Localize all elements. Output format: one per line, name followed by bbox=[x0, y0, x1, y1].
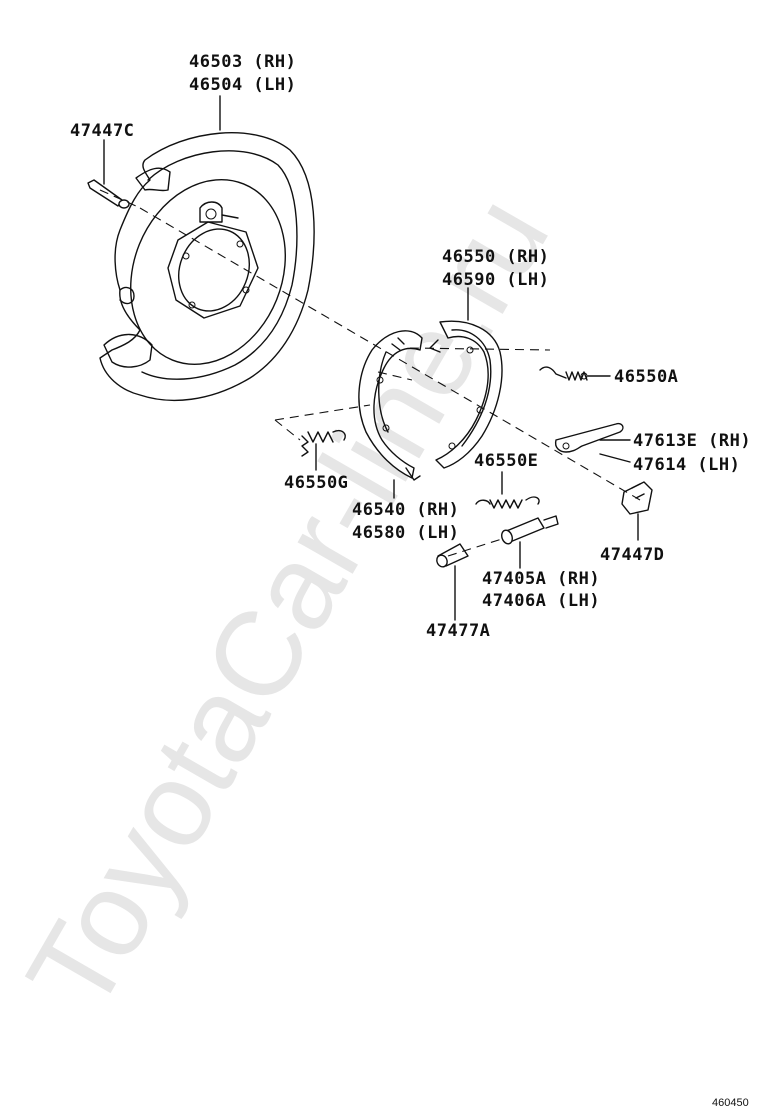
label-47447d: 47447D bbox=[600, 545, 664, 565]
lever-part[interactable] bbox=[554, 422, 624, 453]
label-46550g: 46550G bbox=[284, 473, 348, 493]
part-labels: 46503 (RH) 46504 (LH) 47447C 46550 (RH) … bbox=[70, 52, 751, 1109]
brake-shoe-front[interactable] bbox=[358, 330, 423, 481]
spring-46550e[interactable] bbox=[475, 496, 540, 509]
label-46580: 46580 (LH) bbox=[352, 523, 459, 543]
label-46504: 46504 (LH) bbox=[189, 75, 296, 95]
label-46503: 46503 (RH) bbox=[189, 52, 296, 72]
label-47406a: 47406A (LH) bbox=[482, 591, 600, 611]
assembly-lines bbox=[99, 189, 641, 557]
label-46550a: 46550A bbox=[614, 367, 678, 387]
label-47613e: 47613E (RH) bbox=[633, 431, 751, 451]
cap-part[interactable] bbox=[435, 543, 469, 569]
brake-shoe-rear[interactable] bbox=[429, 320, 503, 469]
figure-id: 460450 bbox=[712, 1097, 749, 1109]
label-47614: 47614 (LH) bbox=[633, 455, 740, 475]
label-46540: 46540 (RH) bbox=[352, 500, 459, 520]
leader-lines bbox=[103, 95, 639, 621]
label-46590: 46590 (LH) bbox=[442, 270, 549, 290]
spring-46550g[interactable] bbox=[301, 430, 346, 457]
label-47405a: 47405A (RH) bbox=[482, 569, 600, 589]
label-47477a: 47477A bbox=[426, 621, 490, 641]
adjuster-part[interactable] bbox=[500, 515, 559, 545]
label-46550: 46550 (RH) bbox=[442, 247, 549, 267]
spring-46550a[interactable] bbox=[539, 366, 588, 381]
backing-plate[interactable] bbox=[99, 132, 315, 402]
label-46550e: 46550E bbox=[474, 451, 538, 471]
bolt-part[interactable] bbox=[87, 179, 130, 209]
label-47447c: 47447C bbox=[70, 121, 134, 141]
